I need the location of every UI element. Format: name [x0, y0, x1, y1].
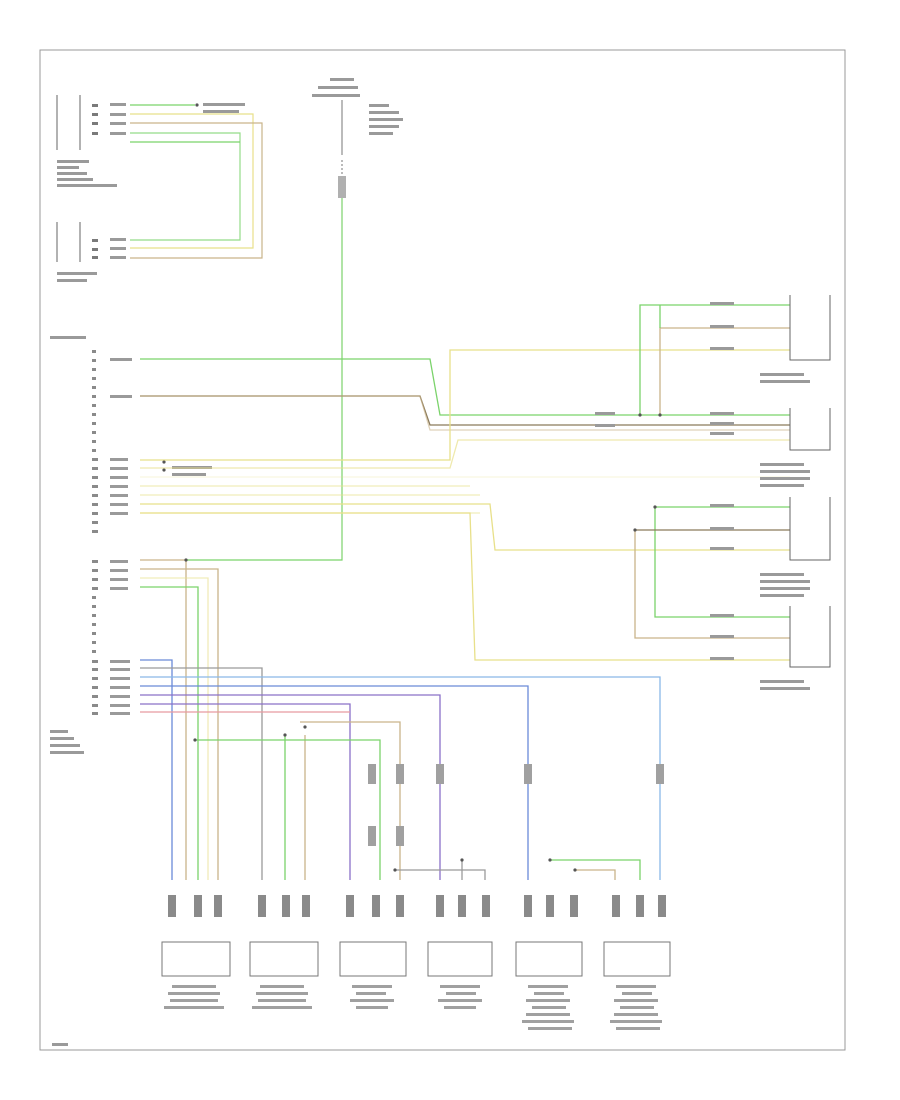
- harness-labels: [368, 764, 664, 846]
- top-fuse: [312, 78, 403, 198]
- bottom-connector-pins: [168, 895, 666, 917]
- right-connector-pins: [595, 302, 810, 690]
- diagram-frame: [39, 49, 846, 1051]
- bottom-sensor-labels: [164, 985, 662, 1030]
- left-main-module: [50, 336, 212, 754]
- sensor-box-3: [339, 941, 407, 977]
- sensor-box-6: [603, 941, 671, 977]
- module-right-wires: [140, 349, 790, 661]
- sensor-box-1: [161, 941, 231, 977]
- top-connector-wires: [130, 104, 263, 259]
- left-top-connector: [56, 95, 126, 187]
- fuse-feed-wire: [186, 198, 343, 561]
- right-1: [639, 304, 790, 415]
- bottom-sensor-boxes: [161, 941, 671, 977]
- sensor-box-5: [515, 941, 583, 977]
- right-connectors: [789, 295, 831, 668]
- sensor-box-2: [249, 941, 319, 977]
- footer-code-mark: [52, 1043, 68, 1046]
- left-mid-connector: [56, 222, 126, 282]
- sensor-box-4: [427, 941, 493, 977]
- harness-splices: [184, 558, 577, 872]
- right-3: [634, 506, 790, 639]
